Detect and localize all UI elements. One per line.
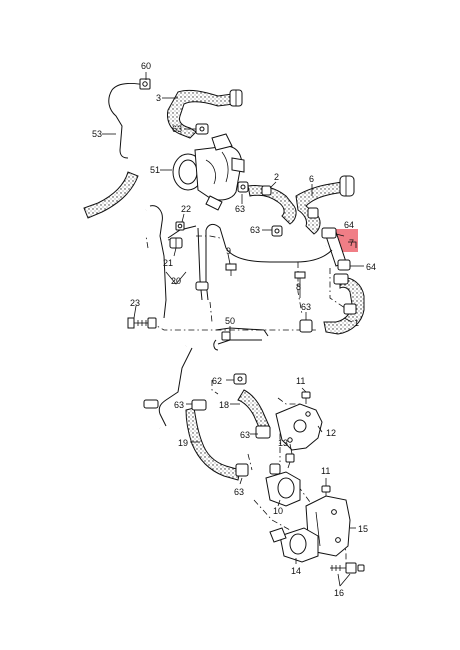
label-63: 63 [172, 124, 182, 134]
label-14: 14 [291, 566, 301, 576]
label-7: 7 [349, 238, 354, 248]
hose-3 [167, 89, 243, 139]
label-60: 60 [141, 61, 151, 71]
pipe-50 [213, 327, 269, 351]
label-53: 53 [92, 129, 102, 139]
label-51: 51 [150, 165, 160, 175]
pipe-main [140, 205, 333, 324]
bolt-16 [330, 562, 365, 574]
hose-53-end [83, 171, 139, 219]
label-64: 64 [344, 220, 354, 230]
label-6: 6 [309, 174, 314, 184]
label-13: 13 [278, 438, 288, 448]
label-62: 62 [212, 376, 222, 386]
label-50: 50 [225, 316, 235, 326]
hose-19 [185, 399, 249, 481]
label-63: 63 [235, 204, 245, 214]
hose-6 [295, 175, 355, 235]
label-1: 1 [354, 318, 359, 328]
bolt-9 [225, 263, 237, 276]
hose-1 [299, 273, 365, 335]
label-63: 63 [301, 302, 311, 312]
label-22: 22 [181, 204, 191, 214]
bracket-21-22 [169, 221, 185, 249]
pump-14 [269, 527, 319, 563]
label-63: 63 [174, 400, 184, 410]
label-23: 23 [130, 298, 140, 308]
label-8: 8 [296, 282, 301, 292]
leader-lines [102, 72, 364, 587]
label-9: 9 [226, 246, 231, 256]
leader-20-21 [165, 271, 187, 285]
bolt-8 [294, 271, 306, 288]
label-3: 3 [156, 93, 161, 103]
pump-10 [265, 463, 301, 507]
bracket-12 [275, 403, 323, 451]
label-2: 2 [274, 172, 279, 182]
label-20: 20 [171, 276, 181, 286]
part-labels: 60 3 53 63 51 2 6 63 63 64 7 64 22 9 21 … [92, 61, 376, 598]
pipe-53 [91, 77, 151, 207]
bolt-23 [127, 317, 157, 329]
label-18: 18 [219, 400, 229, 410]
clamp-60 [139, 78, 151, 90]
hose-18 [237, 389, 271, 439]
label-10: 10 [273, 506, 283, 516]
label-15: 15 [358, 524, 368, 534]
label-21: 21 [163, 258, 173, 268]
label-11: 11 [296, 376, 305, 386]
bolt-11-a [301, 391, 311, 404]
pump-51 [172, 133, 245, 211]
label-63: 63 [240, 430, 250, 440]
label-16: 16 [334, 588, 344, 598]
part-13 [285, 453, 295, 469]
clamp-63-mid [271, 225, 283, 237]
label-19: 19 [178, 438, 188, 448]
label-63: 63 [250, 225, 260, 235]
clamp-63-pump-right [237, 181, 249, 193]
label-11: 11 [321, 466, 330, 476]
clamp-62 [233, 373, 247, 385]
label-64: 64 [366, 262, 376, 272]
label-63: 63 [234, 487, 244, 497]
pipe-7 [321, 227, 351, 271]
highlight-part-7 [336, 229, 358, 252]
pipe-lower [143, 345, 193, 429]
label-12: 12 [326, 428, 336, 438]
hose-2 [247, 185, 297, 225]
clamp-63-top [195, 123, 209, 135]
